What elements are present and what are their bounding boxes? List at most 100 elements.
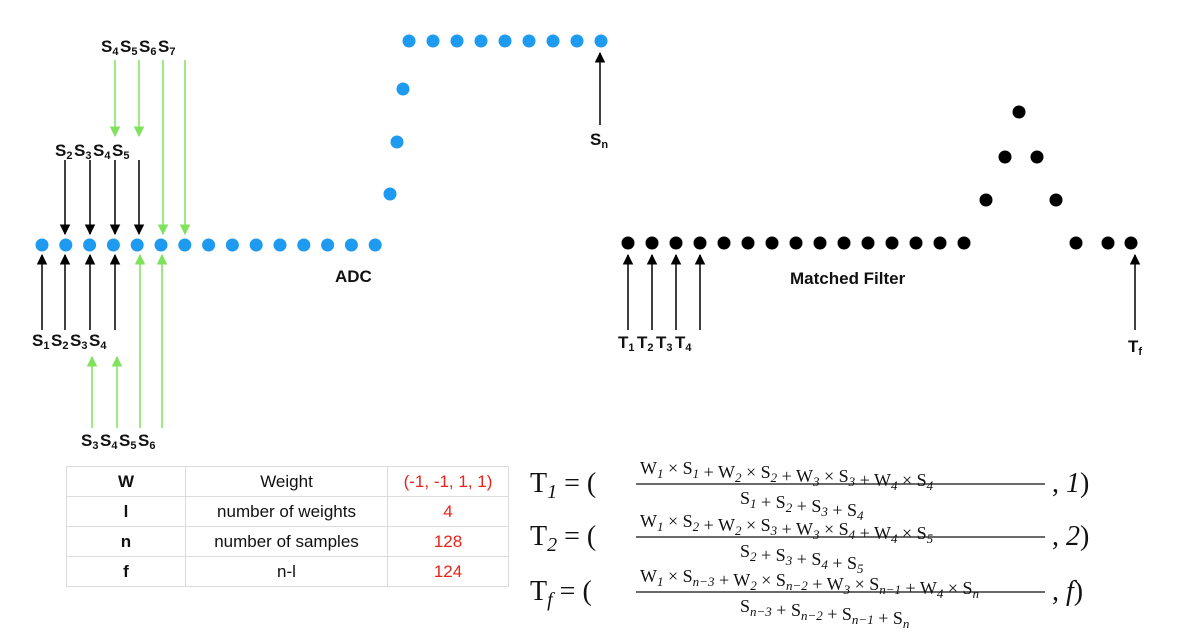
sample-dot [225, 238, 239, 252]
param-symbol: l [66, 496, 186, 527]
sample-dot [390, 135, 404, 149]
filter-dot [998, 150, 1012, 164]
sample-dot [297, 238, 311, 252]
sample-dot [368, 238, 382, 252]
param-symbol: W [66, 466, 186, 497]
svg-text:T1 = (: T1 = ( [530, 468, 596, 503]
label-s4-s7: S4 [101, 37, 119, 58]
sample-dot [426, 34, 440, 48]
filter-dot [885, 236, 899, 250]
label-t1-t4: T1 [618, 333, 635, 354]
param-value: (-1, -1, 1, 1) [387, 466, 509, 497]
param-value: 128 [387, 526, 509, 557]
sample-dot [546, 34, 560, 48]
sample-dot [383, 187, 397, 201]
svg-text:Sn−3 + Sn−2 + Sn−1 + Sn: Sn−3 + Sn−2 + Sn−1 + Sn [740, 596, 909, 631]
filter-dot [861, 236, 875, 250]
label-s4-s7: S7 [158, 37, 175, 58]
filter-dot [765, 236, 779, 250]
param-description: n-l [185, 556, 388, 587]
equation-2: T2 = ( W1 × S2 + W2 × S3 + W3 × S4 + W4 ×… [530, 511, 1089, 576]
filter-dot [1124, 236, 1138, 250]
label-s3-s6: S5 [119, 431, 136, 452]
sample-dot [570, 34, 584, 48]
label-t1-t4: T2 [637, 333, 654, 354]
label-s3-s6: S3 [81, 431, 98, 452]
label-s3-s6: S4 [100, 431, 118, 452]
arrows [36, 51, 1141, 428]
param-symbol: n [66, 526, 186, 557]
sample-dot [498, 34, 512, 48]
sample-dot [450, 34, 464, 48]
equation-1: T1 = ( W1 × S1 + W2 × S2 + W3 × S3 + W4 ×… [530, 458, 1089, 523]
sample-dot [154, 238, 168, 252]
sample-dot [402, 34, 416, 48]
label-s2-s5: S4 [93, 141, 111, 162]
filter-dot [693, 236, 707, 250]
svg-text:W1 × S2 + W2 × S3 + W3 × S4 +: W1 × S2 + W2 × S3 + W3 × S4 + W4 × S5 [640, 511, 934, 546]
sample-dot [178, 238, 192, 252]
sample-dot [35, 238, 49, 252]
sample-dot [321, 238, 335, 252]
sample-dot [249, 238, 263, 252]
filter-dot [837, 236, 851, 250]
sample-dot [202, 238, 216, 252]
label-s1-s4: S2 [51, 331, 68, 352]
filter-output-dots [621, 105, 1138, 250]
filter-dot [669, 236, 683, 250]
filter-dot [1030, 150, 1044, 164]
svg-text:T2 = (: T2 = ( [530, 521, 596, 556]
sample-dot [106, 238, 120, 252]
svg-text:S2 + S3 + S4 + S5: S2 + S3 + S4 + S5 [740, 541, 864, 576]
filter-dot [1101, 236, 1115, 250]
svg-text:Tf = (: Tf = ( [530, 576, 592, 611]
param-symbol: f [66, 556, 186, 587]
sample-dot [396, 82, 410, 96]
param-description: Weight [185, 466, 388, 497]
param-value: 4 [387, 496, 509, 527]
sample-dot [522, 34, 536, 48]
filter-dot [813, 236, 827, 250]
filter-dot [789, 236, 803, 250]
label-t1-t4: T4 [675, 333, 692, 354]
sample-dot [130, 238, 144, 252]
label-s2-s5: S5 [112, 141, 129, 162]
filter-dot [979, 193, 993, 207]
matched-filter-label: Matched Filter [790, 269, 906, 288]
filter-dot [1049, 193, 1063, 207]
filter-dot [957, 236, 971, 250]
filter-dot [621, 236, 635, 250]
sample-dot [83, 238, 97, 252]
adc-label: ADC [335, 267, 372, 286]
sample-dot [474, 34, 488, 48]
svg-text:, f): , f) [1052, 576, 1083, 607]
sample-dot [594, 34, 608, 48]
svg-text:W1 × S1 + W2 × S2 + W3 × S3 +: W1 × S1 + W2 × S2 + W3 × S3 + W4 × S4 [640, 458, 934, 493]
filter-dot [1012, 105, 1026, 119]
param-description: number of weights [185, 496, 388, 527]
equation-3: Tf = ( W1 × Sn−3 + W2 × Sn−2 + W3 × Sn−1 … [530, 566, 1083, 631]
equations: T1 = ( W1 × S1 + W2 × S2 + W3 × S3 + W4 ×… [530, 458, 1089, 631]
label-sn: Sn [590, 130, 608, 151]
svg-text:W1 × Sn−3 + W2 × Sn−2 + W3 × S: W1 × Sn−3 + W2 × Sn−2 + W3 × Sn−1 + W4 ×… [640, 566, 979, 601]
label-s4-s7: S5 [120, 37, 137, 58]
label-s2-s5: S3 [74, 141, 91, 162]
label-s3-s6: S6 [138, 431, 155, 452]
filter-dot [645, 236, 659, 250]
filter-dot [909, 236, 923, 250]
filter-dot [717, 236, 731, 250]
sample-dot [59, 238, 73, 252]
filter-dot [933, 236, 947, 250]
filter-dot [741, 236, 755, 250]
label-s1-s4: S4 [89, 331, 107, 352]
label-tf: Tf [1128, 337, 1142, 358]
label-t1-t4: T3 [656, 333, 673, 354]
sample-dot [273, 238, 287, 252]
